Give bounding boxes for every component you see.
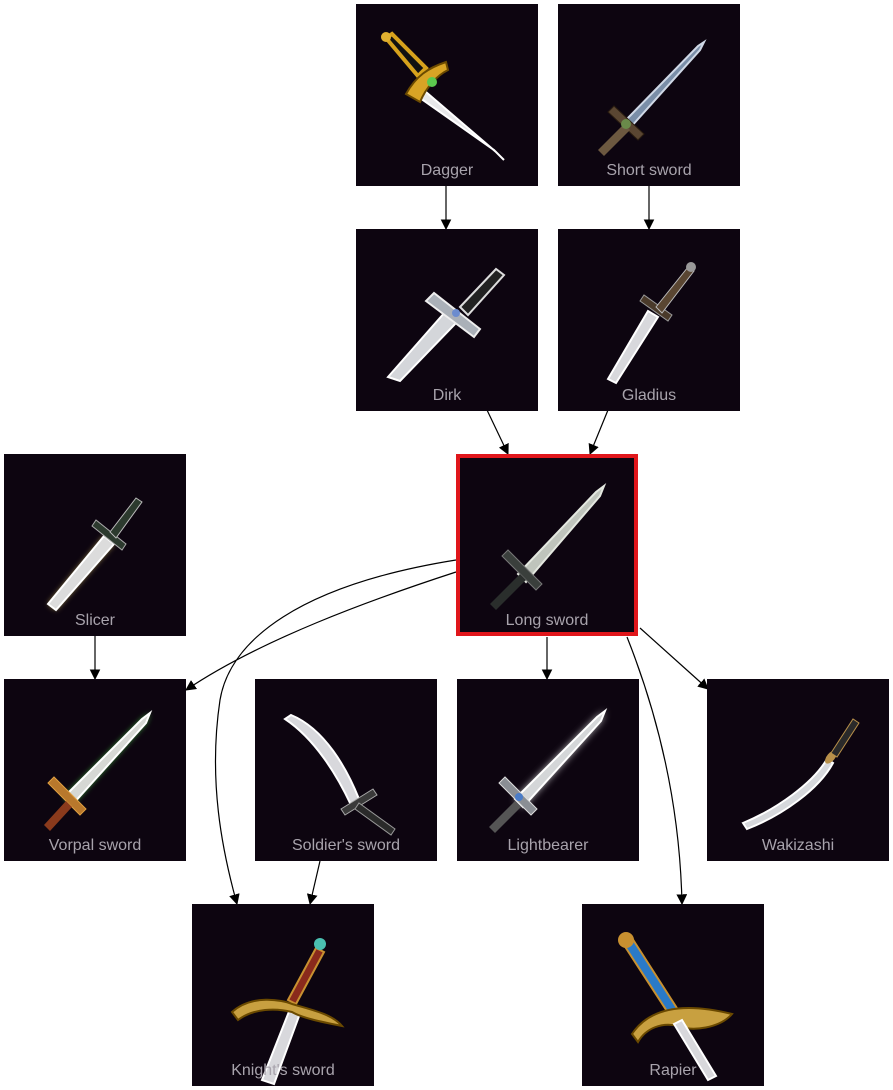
node-label: Wakizashi	[761, 837, 835, 854]
edge-long-sword-wakizashi	[639, 627, 709, 690]
edge-gladius-long-sword	[588, 409, 609, 455]
node-rapier[interactable]: Rapier	[582, 904, 764, 1086]
node-label: Short sword	[606, 162, 692, 179]
edge-long-sword-knights-sword	[214, 559, 457, 906]
dagger-icon	[381, 31, 505, 161]
edge-dirk-long-sword	[486, 409, 509, 455]
node-label: Rapier	[649, 1062, 697, 1079]
node-label: Lightbearer	[507, 837, 589, 854]
node-lightbearer[interactable]: Lightbearer	[457, 679, 639, 861]
node-soldiers-sword[interactable]: Soldier's sword	[255, 679, 437, 861]
node-gladius[interactable]: Gladius	[558, 229, 740, 411]
node-label: Long sword	[505, 612, 589, 629]
edge-soldiers-sword-knights-sword	[306, 860, 321, 906]
gladius-icon	[606, 262, 696, 385]
node-dirk[interactable]: Dirk	[356, 229, 538, 411]
soldiers-sword-icon	[283, 713, 396, 836]
node-label: Dirk	[432, 387, 462, 404]
node-wakizashi[interactable]: Wakizashi	[707, 679, 889, 861]
node-slicer[interactable]: Slicer	[4, 454, 186, 636]
node-label: Vorpal sword	[48, 837, 142, 854]
node-label: Soldier's sword	[292, 837, 400, 854]
edge-long-sword-rapier	[626, 636, 688, 906]
node-label: Knight's sword	[231, 1062, 335, 1079]
long-sword-icon	[490, 483, 607, 610]
node-label: Gladius	[621, 387, 677, 404]
node-knights-sword[interactable]: Knight's sword	[192, 904, 374, 1086]
slicer-icon	[46, 497, 143, 612]
node-vorpal-sword[interactable]: Vorpal sword	[4, 679, 186, 861]
node-label: Slicer	[74, 612, 115, 629]
lightbearer-icon	[489, 708, 608, 833]
short-sword-icon	[598, 39, 707, 156]
vorpal-sword-icon	[44, 710, 153, 831]
node-short-sword[interactable]: Short sword	[558, 4, 740, 186]
node-label: Dagger	[420, 162, 474, 179]
rapier-icon	[618, 932, 734, 1082]
knights-sword-icon	[230, 938, 345, 1086]
node-dagger[interactable]: Dagger	[356, 4, 538, 186]
edge-long-sword-vorpal-sword	[185, 571, 457, 691]
wakizashi-icon	[741, 718, 860, 831]
node-long-sword[interactable]: Long sword	[456, 454, 638, 636]
dirk-icon	[386, 267, 506, 383]
